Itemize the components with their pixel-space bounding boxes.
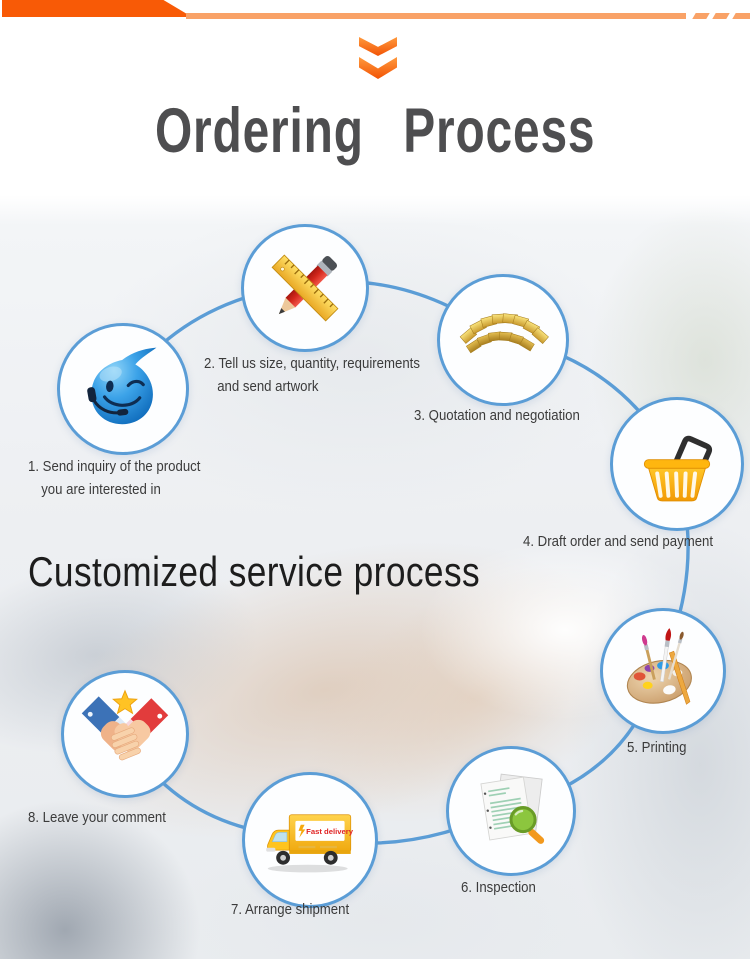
step-1-label: 1. Send inquiry of the product you are i…: [28, 455, 200, 501]
step-7-circle: Fast delivery: [242, 772, 378, 908]
step-5-circle: [600, 608, 726, 734]
step-4-label: 4. Draft order and send payment: [523, 533, 714, 550]
paint-palette-icon: [626, 628, 692, 705]
step-4-circle: [610, 397, 744, 531]
step-2-circle: [241, 224, 369, 352]
step-3-label: 3. Quotation and negotiation: [414, 407, 580, 424]
step-8-circle: [61, 670, 189, 798]
step-5-label: 5. Printing: [627, 739, 687, 756]
page-title: Ordering Process: [154, 95, 596, 167]
handshake-icon: [81, 689, 169, 761]
step-6-label: 6. Inspection: [461, 879, 536, 896]
step-1-label-line2: you are interested in: [41, 481, 161, 498]
lightning-icon: [298, 824, 306, 838]
support-mascot-icon: [87, 347, 157, 425]
step-6-circle: [446, 746, 576, 876]
step-2-label-line2: and send artwork: [217, 378, 319, 395]
step-8-label: 8. Leave your comment: [28, 809, 166, 826]
step-1-label-line1: 1. Send inquiry of the product: [28, 458, 201, 475]
step-3-circle: [437, 274, 569, 406]
pencil-ruler-icon: [271, 254, 339, 322]
truck-panel-text: Fast delivery: [306, 826, 354, 835]
banner-accent-shape: [2, 0, 192, 17]
step-2-label-line1: 2. Tell us size, quantity, requirements: [204, 355, 420, 372]
banner-stripe: [186, 13, 686, 19]
step-1-circle: [57, 323, 189, 455]
star-icon: [112, 689, 138, 715]
step-2-label: 2. Tell us size, quantity, requirements …: [204, 352, 420, 398]
documents-magnifier-icon: [480, 773, 545, 844]
subtitle-text: Customized service process: [28, 548, 481, 595]
gold-bars-icon: [459, 313, 549, 354]
step-7-label: 7. Arrange shipment: [231, 901, 350, 918]
delivery-truck-icon: Fast delivery: [266, 813, 354, 872]
shopping-basket-icon: [643, 435, 713, 502]
